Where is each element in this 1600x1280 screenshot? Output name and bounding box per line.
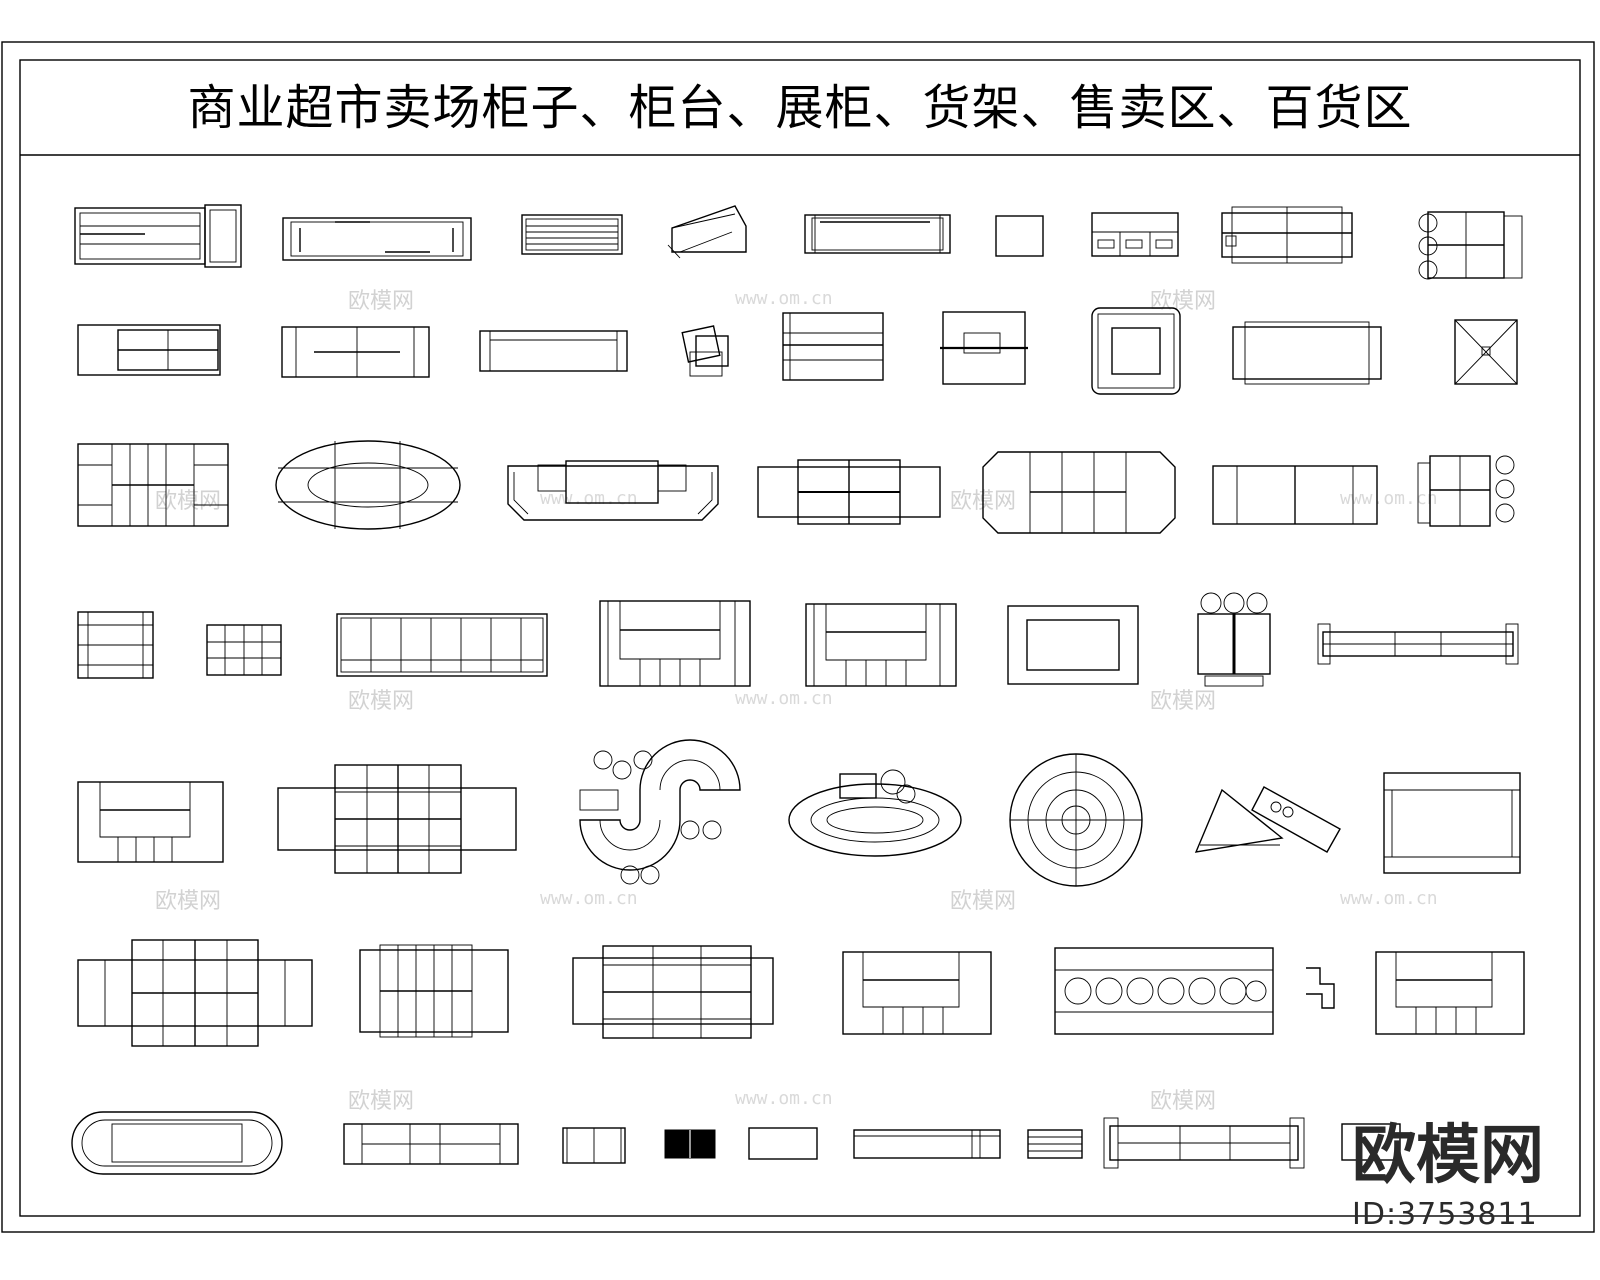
fixture-counter-1 xyxy=(74,204,242,268)
fixture-shelf-3 xyxy=(521,214,623,255)
fixture-stage-21 xyxy=(507,460,719,521)
fixture-cabinet-11 xyxy=(281,326,430,378)
fixture-shelf-42 xyxy=(359,944,509,1038)
fixture-table-15 xyxy=(940,311,1028,385)
fixture-triangle-display-39 xyxy=(1194,786,1341,853)
outer-border xyxy=(1,41,1595,1233)
fixture-shelf-40 xyxy=(1383,772,1521,874)
watermark-url: www.om.cn xyxy=(540,888,638,909)
watermark-site: 欧模网 xyxy=(155,489,221,514)
fixture-counter-14 xyxy=(782,312,884,381)
watermark-url: www.om.cn xyxy=(735,1088,833,1109)
watermark-site: 欧模网 xyxy=(1150,1089,1216,1114)
watermark-url: www.om.cn xyxy=(540,488,638,509)
fixture-rect-56 xyxy=(1341,1123,1401,1161)
fixture-cabinet-22 xyxy=(757,459,941,525)
fixture-counter-2 xyxy=(282,217,472,261)
fixture-oval-display-20 xyxy=(275,440,461,530)
fixture-rack-55 xyxy=(1103,1117,1305,1169)
fixture-zigzag-46 xyxy=(1306,967,1335,1009)
fixture-counter-24 xyxy=(1212,465,1378,525)
fixture-counter-8 xyxy=(1221,206,1353,264)
fixture-cabinet-7 xyxy=(1091,212,1179,257)
fixture-shelf-29 xyxy=(599,600,751,687)
watermark-site: 欧模网 xyxy=(348,689,414,714)
fixture-rect-52 xyxy=(748,1127,818,1160)
watermark-site: 欧模网 xyxy=(155,889,221,914)
fixture-shelf-47 xyxy=(1375,951,1525,1035)
watermark-site: 欧模网 xyxy=(1150,289,1216,314)
fixture-rack-26 xyxy=(77,611,154,679)
watermark-url: www.om.cn xyxy=(1340,888,1438,909)
watermark-url: www.om.cn xyxy=(1340,488,1438,509)
watermark-site: 欧模网 xyxy=(950,889,1016,914)
fixture-counter-5 xyxy=(804,214,951,254)
fixture-round-table-set-32 xyxy=(1197,592,1271,687)
fixture-corner-13 xyxy=(681,325,729,377)
fixture-filled-block-51 xyxy=(664,1129,716,1159)
fixture-shelf-30 xyxy=(805,603,957,687)
fixture-island-43 xyxy=(572,945,774,1039)
fixture-rack-33 xyxy=(1317,623,1519,665)
watermark-site: 欧模网 xyxy=(348,1089,414,1114)
fixture-round-table-set-9 xyxy=(1418,211,1523,280)
fixture-island-16 xyxy=(1091,307,1181,395)
fixture-cabinet-10 xyxy=(77,324,221,376)
fixture-counter-53 xyxy=(853,1129,1001,1159)
fixture-square-6 xyxy=(995,215,1044,257)
fixture-round-table-set-25 xyxy=(1417,455,1515,527)
fixture-rack-49 xyxy=(343,1123,519,1165)
watermark-site: 欧模网 xyxy=(348,289,414,314)
fixture-rounded-counter-48 xyxy=(71,1111,283,1175)
fixture-shelf-34 xyxy=(77,781,224,863)
fixture-cabinet-28 xyxy=(336,613,548,677)
fixture-table-31 xyxy=(1007,605,1139,685)
inner-border xyxy=(19,59,1581,1217)
fixture-grid-27 xyxy=(206,624,282,676)
fixture-rack-50 xyxy=(562,1127,626,1164)
fixture-octagon-23 xyxy=(982,451,1176,534)
site-logo: 欧模网 xyxy=(1352,1119,1544,1193)
fixture-round-display-38 xyxy=(1009,753,1143,887)
watermark-layer: 欧模网 www.om.cn 欧模网 欧模网 www.om.cn 欧模网 www.… xyxy=(155,288,1438,1114)
fixture-display-counter-45 xyxy=(1054,947,1274,1035)
fixture-counter-12 xyxy=(479,330,628,372)
fixture-oval-island-37 xyxy=(788,769,962,857)
fixture-counter-17 xyxy=(1232,321,1382,385)
fixture-display-4 xyxy=(667,205,747,259)
watermark-site: 欧模网 xyxy=(1150,689,1216,714)
drawing-id-label: ID:3753811 xyxy=(1352,1197,1538,1232)
fixture-shelf-54 xyxy=(1027,1129,1083,1159)
fixture-island-41 xyxy=(77,939,313,1047)
watermark-url: www.om.cn xyxy=(735,688,833,709)
fixture-shelf-19 xyxy=(77,443,229,527)
fixture-pyramid-18 xyxy=(1454,319,1518,385)
sheet-title: 商业超市卖场柜子、柜台、展柜、货架、售卖区、百货区 xyxy=(187,80,1412,136)
fixture-shelf-44 xyxy=(842,951,992,1035)
fixture-s-curve-display-36 xyxy=(579,739,741,885)
fixture-island-35 xyxy=(277,764,517,874)
watermark-url: www.om.cn xyxy=(735,288,833,309)
